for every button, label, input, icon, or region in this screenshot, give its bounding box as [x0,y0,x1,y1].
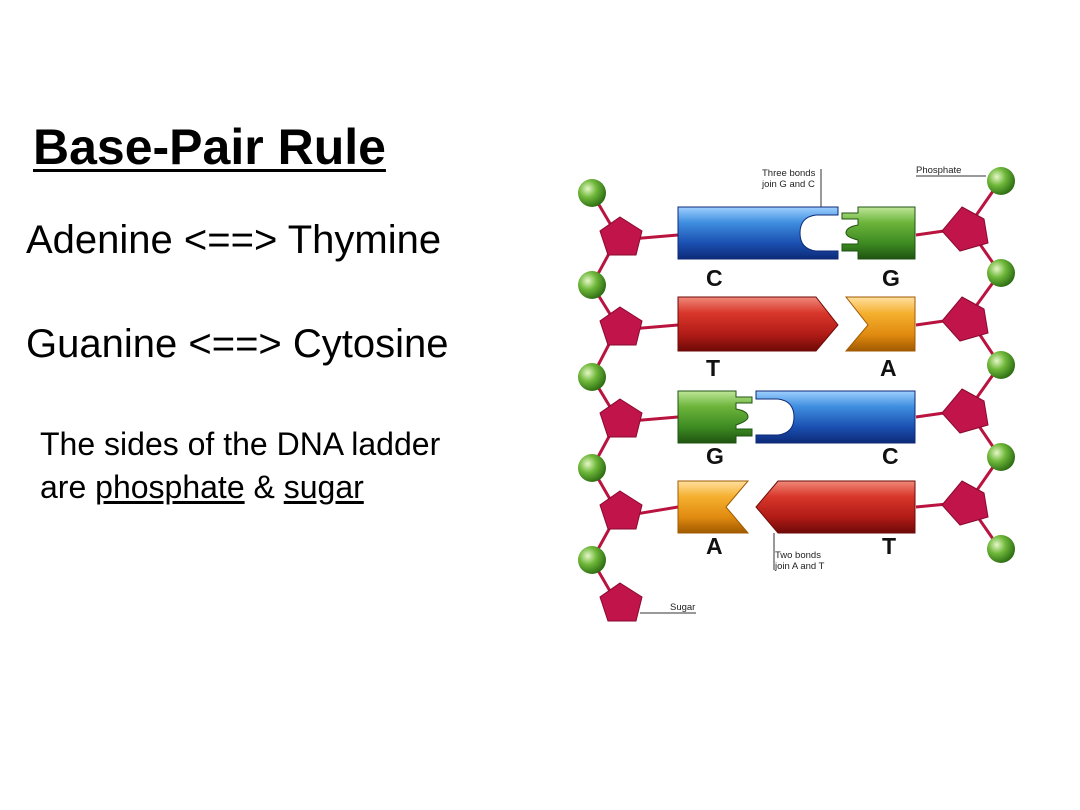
thymine-bar [677,296,839,352]
note-line-2: are phosphate & sugar [40,466,440,509]
base-letter: T [882,533,896,559]
base-letter: A [706,533,723,559]
phosphate-ball [987,535,1015,563]
phosphate-ball [578,546,606,574]
two-bonds-callout: Two bonds join A and T [773,533,825,572]
base-pair-a-t [677,480,916,534]
phosphate-ball [987,351,1015,379]
guanine-bar [677,390,753,444]
phosphate-ball [578,271,606,299]
base-pair-g-c [677,390,916,444]
phosphate-ball [987,259,1015,287]
right-phosphates [987,167,1015,563]
left-sugars [599,216,643,622]
page-title: Base-Pair Rule [33,119,386,175]
adenine-bar [844,296,916,352]
base-pair-t-a [677,296,916,352]
two-bonds-label-2: join A and T [774,561,825,572]
base-letter: C [882,443,899,469]
adenine-bar [677,480,750,534]
three-bonds-callout: Three bonds join G and C [761,168,822,207]
note-line-1: The sides of the DNA ladder [40,426,441,462]
base-letter: G [706,443,724,469]
sugar-connectors [629,227,959,517]
base-pair-c-g [677,206,916,260]
two-bonds-label-1: Two bonds [775,550,821,561]
rule-adenine-thymine: Adenine <==> Thymine [26,218,442,262]
sugar-callout: Sugar [640,602,696,614]
cytosine-bar [755,390,916,444]
sugar-label: Sugar [670,602,695,613]
phosphate-ball [578,363,606,391]
base-letter: C [706,265,723,291]
sugar-pentagon [599,490,643,530]
guanine-bar [841,206,916,260]
dna-ladder-diagram: C G T A G C A T Three bonds join G and C… [578,165,1015,622]
phosphate-ball [578,454,606,482]
phosphate-ball [578,179,606,207]
note-prefix: are [40,469,96,505]
three-bonds-label-2: join G and C [761,179,815,190]
thymine-bar [755,480,916,534]
left-backbone [590,192,620,606]
phosphate-ball [987,443,1015,471]
phosphate-term: phosphate [95,469,245,505]
base-letter: G [882,265,900,291]
phosphate-ball [987,167,1015,195]
sugar-pentagon [941,296,989,342]
rule-guanine-cytosine: Guanine <==> Cytosine [26,322,449,366]
sugar-pentagon [599,306,643,346]
left-phosphates [578,179,606,574]
phosphate-label: Phosphate [916,165,961,176]
sugar-pentagon [941,388,989,434]
sugar-pentagon [599,216,643,256]
three-bonds-label-1: Three bonds [762,168,816,179]
base-letter: T [706,355,720,381]
sugar-pentagon [941,206,989,252]
base-letter: A [880,355,897,381]
backbone-note: The sides of the DNA ladder are phosphat… [40,423,440,509]
sugar-pentagon [599,582,643,622]
sugar-term: sugar [283,469,364,505]
sugar-pentagon [599,398,643,438]
phosphate-callout: Phosphate [916,165,986,177]
right-sugars [941,206,989,526]
cytosine-bar [677,206,839,260]
sugar-pentagon [941,480,989,526]
note-amp: & [244,469,284,505]
